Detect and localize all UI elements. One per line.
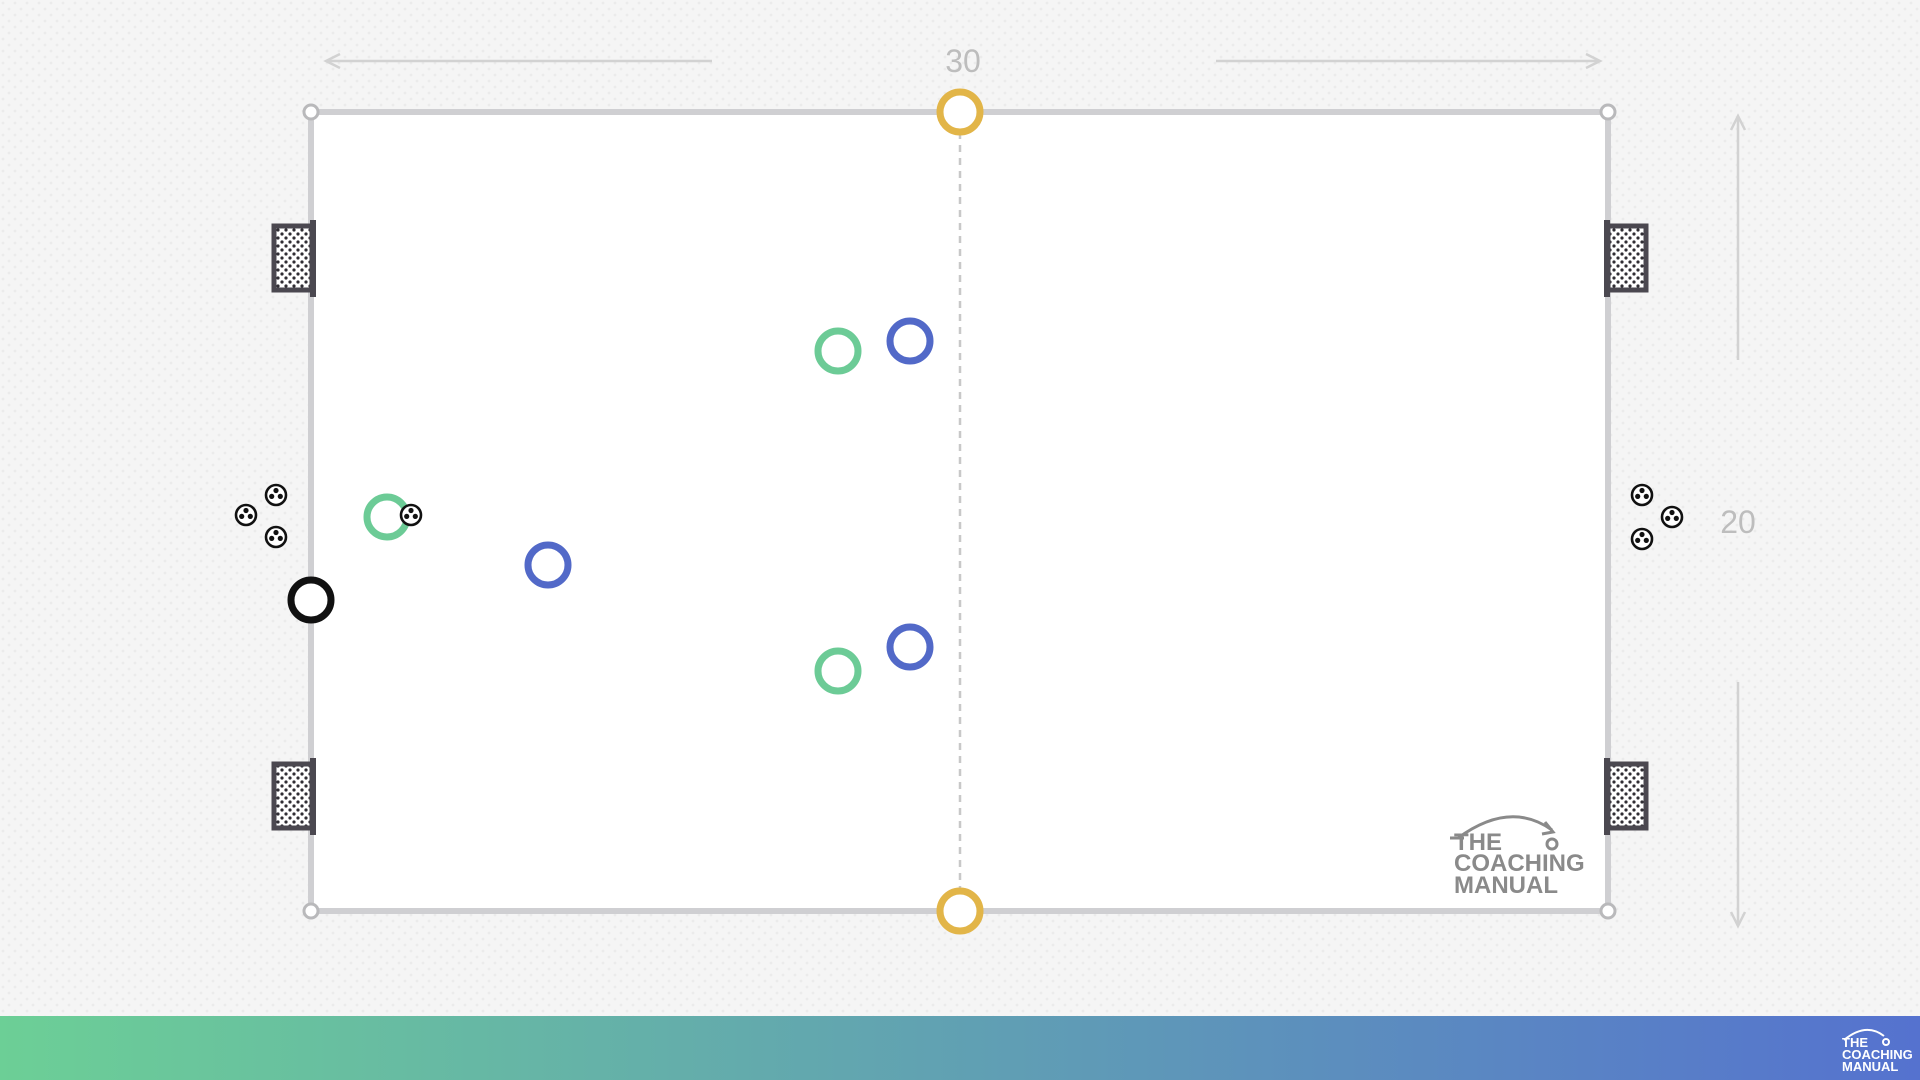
soccer-ball-icon bbox=[1660, 505, 1684, 529]
green-player bbox=[814, 327, 862, 375]
footer-logo-line1: THE bbox=[1842, 1035, 1868, 1050]
corner-marker bbox=[1599, 103, 1617, 121]
footer-logo: THE COACHING MANUAL bbox=[1842, 1029, 1913, 1074]
mini-goal-icon bbox=[1604, 758, 1649, 835]
green-player bbox=[814, 647, 862, 695]
blue-player bbox=[886, 317, 934, 365]
mini-goal-icon bbox=[271, 758, 316, 835]
soccer-ball-icon bbox=[1630, 527, 1654, 551]
soccer-ball-icon bbox=[234, 503, 258, 527]
corner-marker bbox=[302, 103, 320, 121]
corner-marker bbox=[302, 902, 320, 920]
neutral-player bbox=[936, 88, 984, 136]
soccer-ball-icon bbox=[399, 503, 423, 527]
logo-watermark: THE COACHING MANUAL bbox=[1450, 815, 1585, 899]
height-label: 20 bbox=[1720, 504, 1756, 540]
logo-text-line2: COACHING bbox=[1454, 850, 1585, 877]
soccer-ball-icon bbox=[264, 483, 288, 507]
logo-text-line3: MANUAL bbox=[1454, 872, 1558, 899]
soccer-ball-icon bbox=[264, 525, 288, 549]
footer-logo-line2: COACHING bbox=[1842, 1047, 1913, 1062]
width-label: 30 bbox=[945, 43, 981, 79]
logo-text-line1: THE bbox=[1454, 829, 1502, 856]
goalkeeper-player bbox=[287, 576, 335, 624]
height-dimension: 20 bbox=[1720, 113, 1756, 929]
blue-player bbox=[524, 541, 572, 589]
mini-goal-icon bbox=[1604, 220, 1649, 297]
width-dimension: 30 bbox=[323, 43, 1603, 79]
footer-bar bbox=[0, 1016, 1920, 1080]
neutral-player bbox=[936, 887, 984, 935]
blue-player bbox=[886, 623, 934, 671]
corner-marker bbox=[1599, 902, 1617, 920]
soccer-ball-icon bbox=[1630, 483, 1654, 507]
footer-logo-line3: MANUAL bbox=[1842, 1059, 1898, 1074]
mini-goal-icon bbox=[271, 220, 316, 297]
